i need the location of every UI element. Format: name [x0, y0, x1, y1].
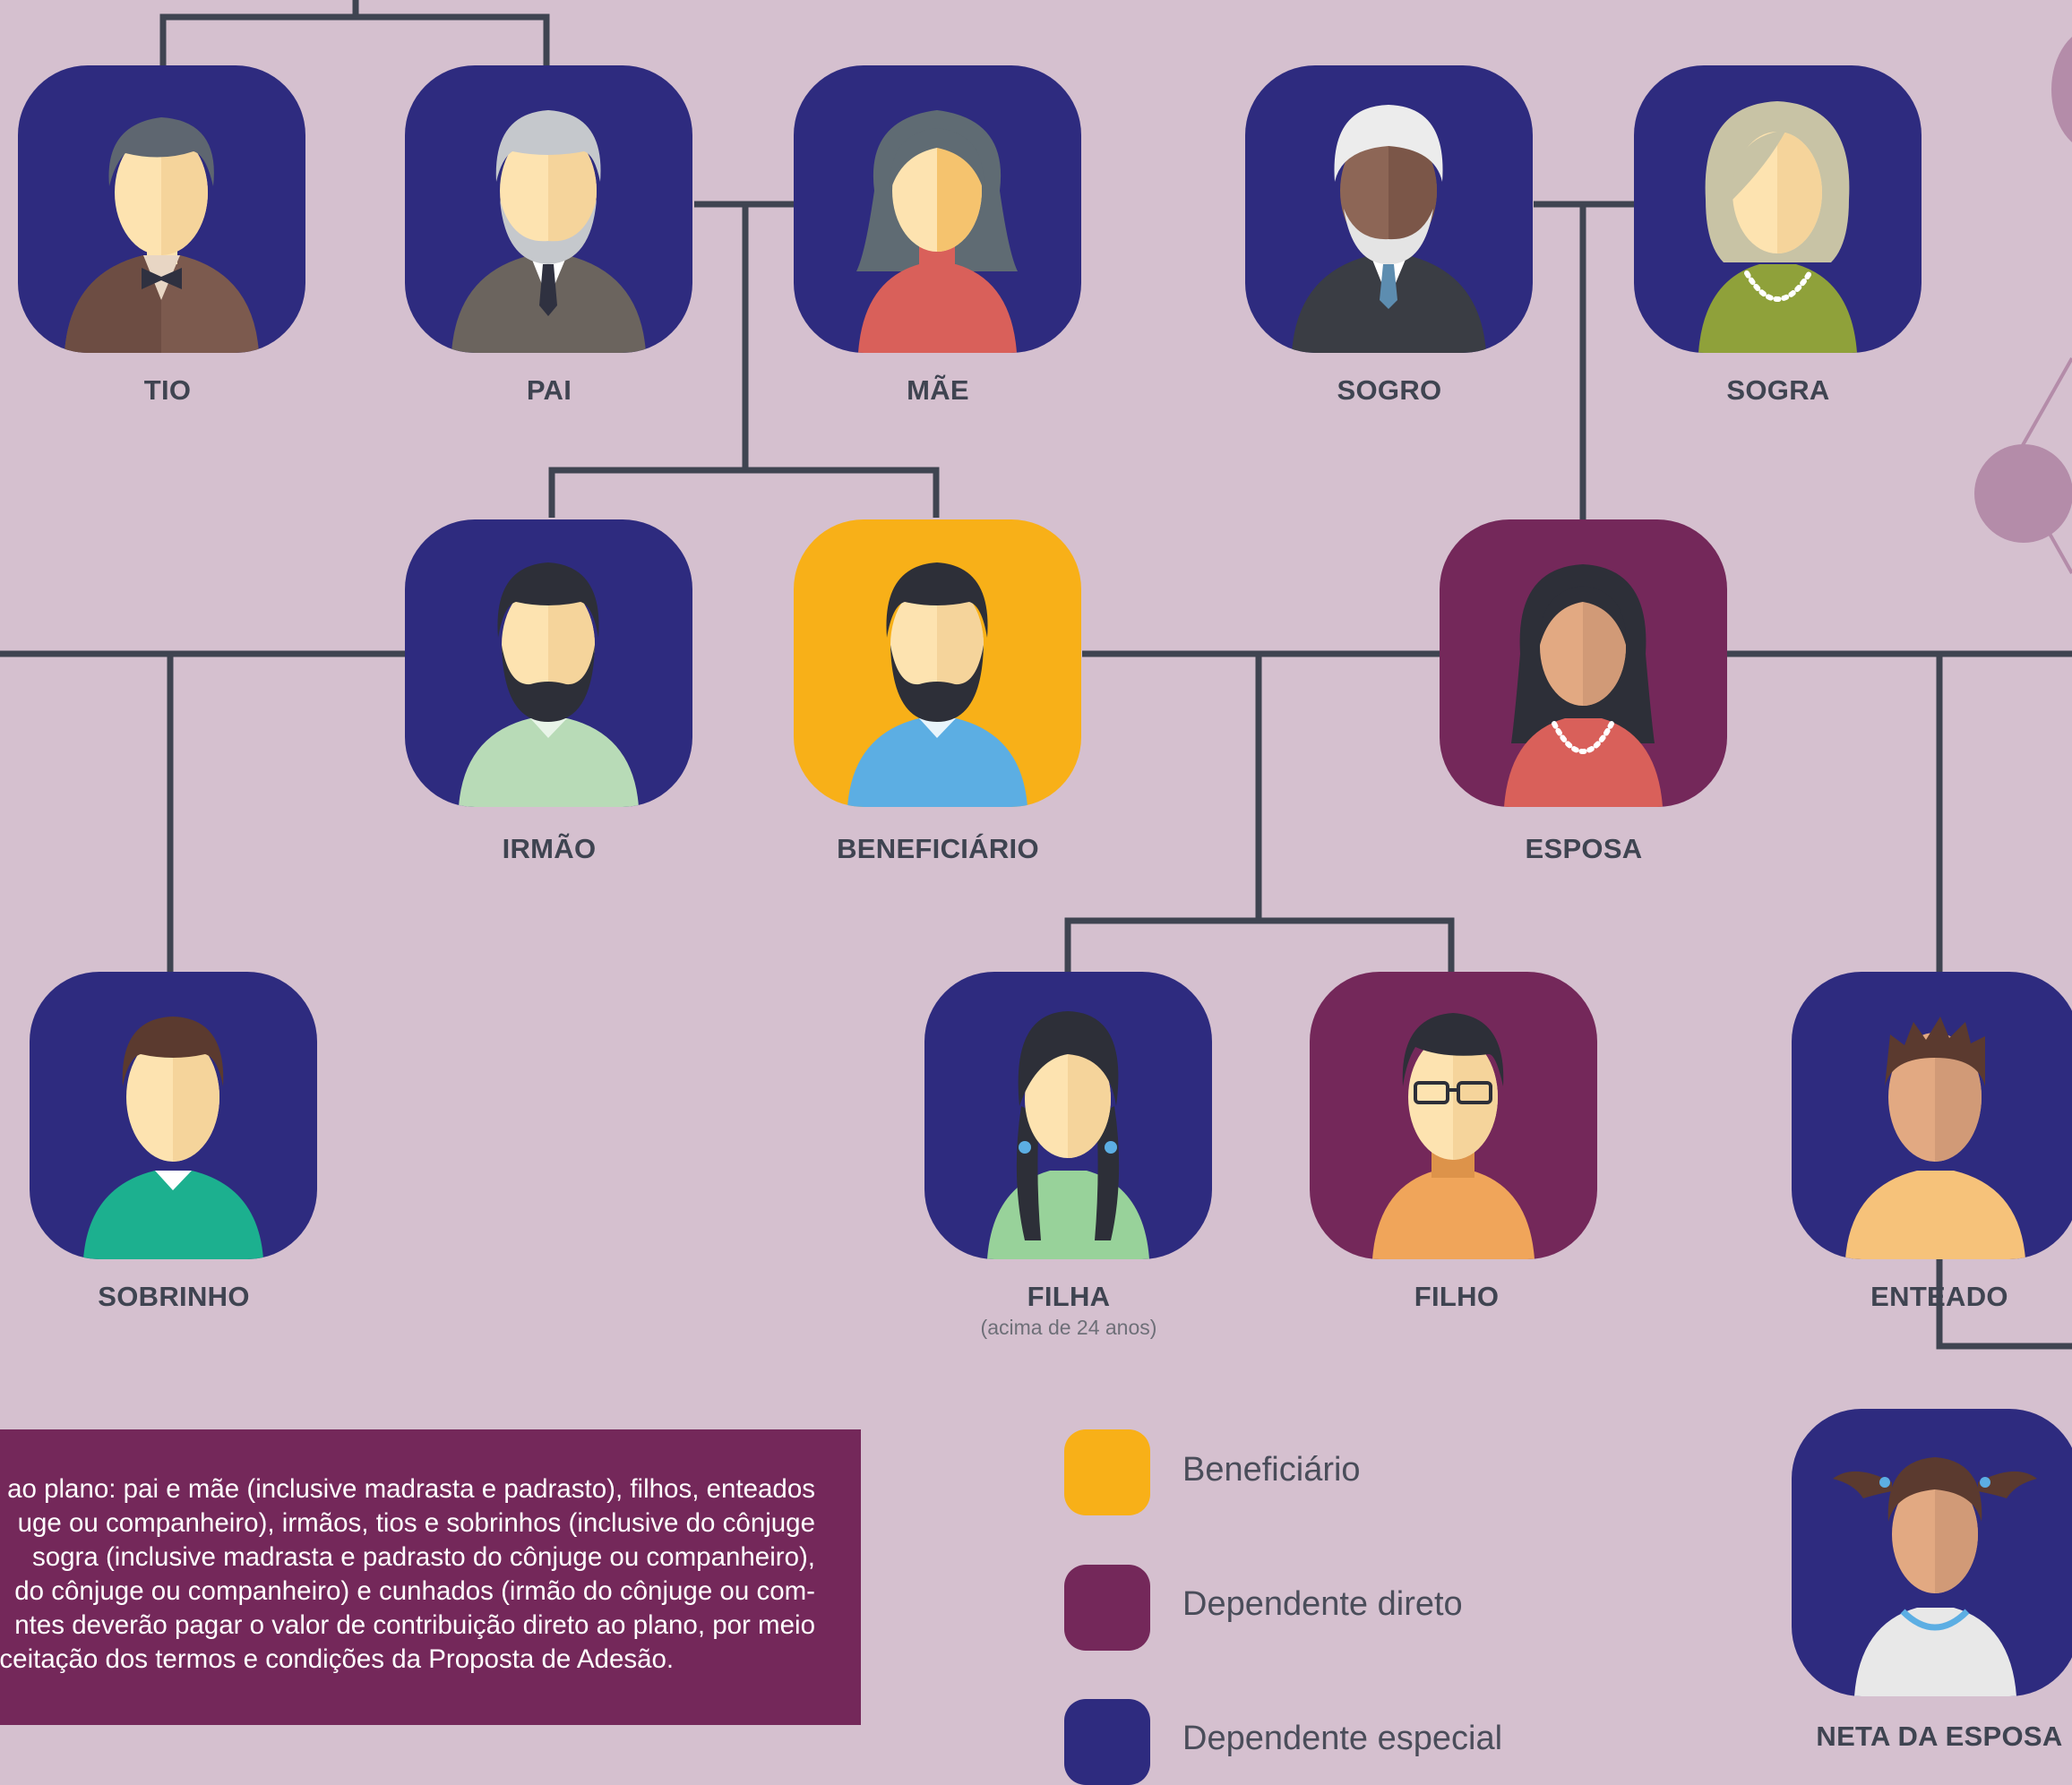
- info-line: ntes deverão pagar o valor de contribuiç…: [14, 1610, 815, 1640]
- label-pai: PAI: [526, 374, 572, 406]
- label-neta-da-esposa: NETA DA ESPOSA: [1816, 1721, 2063, 1752]
- tio-avatar-icon: [64, 117, 259, 353]
- irmao-avatar-icon: [459, 562, 639, 807]
- beneficiario-avatar-icon: [847, 562, 1027, 807]
- info-box: r ao plano: pai e mãe (inclusive madrast…: [0, 1429, 861, 1725]
- card-filho: [1310, 972, 1597, 1259]
- card-filha: [924, 972, 1212, 1259]
- label-sogra: SOGRA: [1726, 374, 1830, 406]
- label-mae: MÃE: [907, 374, 969, 406]
- sobrinho-avatar-icon: [83, 1017, 263, 1259]
- card-enteado: [1792, 972, 2072, 1259]
- legend-swatch-beneficiario: [1064, 1429, 1150, 1515]
- label-sobrinho: SOBRINHO: [98, 1281, 250, 1312]
- filho-avatar-icon: [1372, 1013, 1535, 1259]
- card-esposa: [1440, 519, 1727, 807]
- label-filho: FILHO: [1414, 1281, 1500, 1312]
- legend-swatch-dependente-direto: [1064, 1565, 1150, 1651]
- legend-swatch-dependente-especial: [1064, 1699, 1150, 1785]
- info-line: do cônjuge ou companheiro) e cunhados (i…: [14, 1576, 815, 1606]
- note-filha: (acima de 24 anos): [980, 1316, 1157, 1339]
- legend-label-dependente-direto: Dependente direto: [1182, 1585, 1463, 1623]
- pai-avatar-icon: [451, 110, 646, 353]
- label-enteado: ENTEADO: [1870, 1281, 2008, 1312]
- legend-label-dependente-especial: Dependente especial: [1182, 1720, 1503, 1757]
- filha-avatar-icon: [987, 1011, 1149, 1259]
- card-pai: [405, 65, 692, 353]
- card-tio: [18, 65, 305, 353]
- card-sogro: [1245, 65, 1533, 353]
- label-esposa: ESPOSA: [1525, 833, 1643, 864]
- info-box-text: r ao plano: pai e mãe (inclusive madrast…: [0, 1472, 815, 1677]
- card-neta-da-esposa: [1792, 1409, 2072, 1696]
- legend-label-beneficiario: Beneficiário: [1182, 1451, 1361, 1489]
- label-sogro: SOGRO: [1337, 374, 1442, 406]
- info-line: sogra (inclusive madrasta e padrasto do …: [31, 1542, 815, 1572]
- enteado-avatar-icon: [1845, 1017, 2025, 1259]
- mae-avatar-icon: [856, 110, 1018, 353]
- card-beneficiario: [794, 519, 1081, 807]
- label-irmao: IRMÃO: [502, 833, 597, 864]
- card-sogra: [1634, 65, 1922, 353]
- label-tio: TIO: [143, 374, 192, 406]
- info-line: uge ou companheiro), irmãos, tios e sobr…: [17, 1508, 815, 1538]
- sogro-avatar-icon: [1292, 105, 1486, 353]
- esposa-avatar-icon: [1504, 564, 1663, 807]
- sogra-avatar-icon: [1698, 101, 1857, 353]
- card-sobrinho: [30, 972, 317, 1259]
- neta-da-esposa-avatar-icon: [1833, 1457, 2037, 1696]
- decorative-circle: [2051, 27, 2072, 152]
- info-line: r ao plano: pai e mãe (inclusive madrast…: [0, 1474, 815, 1504]
- card-irmao: [405, 519, 692, 807]
- decorative-circle: [1974, 444, 2072, 543]
- label-filha: FILHA: [1027, 1281, 1111, 1312]
- card-mae: [794, 65, 1081, 353]
- label-beneficiario: BENEFICIÁRIO: [837, 833, 1039, 864]
- info-line: aceitação dos termos e condições da Prop…: [0, 1644, 675, 1674]
